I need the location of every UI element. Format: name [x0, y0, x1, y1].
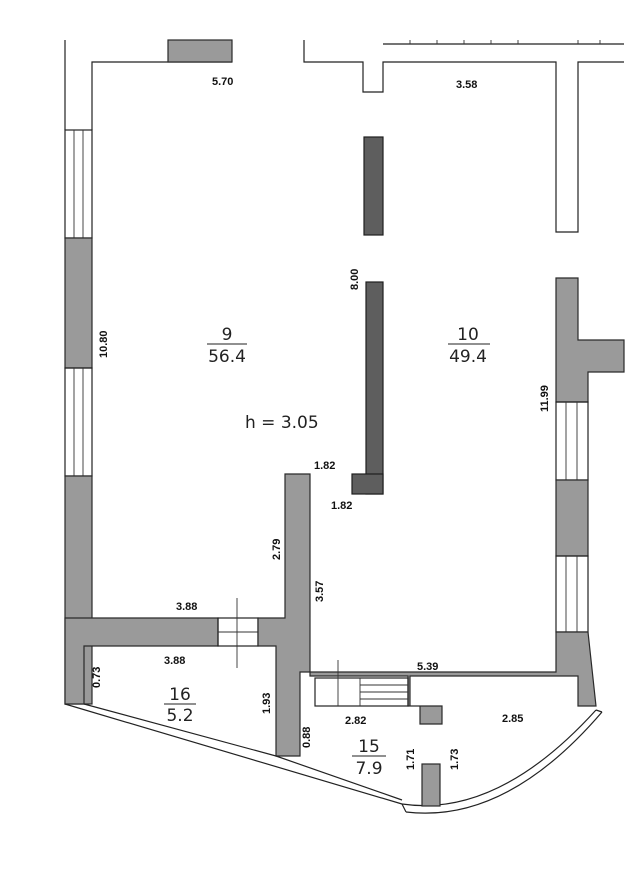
partition-upper — [363, 136, 384, 236]
dim-3-58: 3.58 — [456, 79, 477, 91]
south-facade — [64, 703, 603, 814]
dim-3-88-bottom: 3.88 — [164, 655, 185, 667]
dim-5-39: 5.39 — [417, 661, 438, 673]
partition-foot — [351, 473, 384, 495]
room-9-label: 9 56.4 — [207, 325, 247, 367]
dim-1-71: 1.71 — [405, 749, 417, 770]
dim-1-82-bottom: 1.82 — [331, 500, 352, 512]
pier-room15 — [421, 763, 441, 807]
window-left-2 — [64, 367, 93, 477]
dim-2-82: 2.82 — [345, 715, 366, 727]
room-15-area: 7.9 — [355, 759, 382, 779]
room-16-area: 5.2 — [166, 706, 193, 726]
dimension-labels: 5.70 3.58 8.00 10.80 11.99 1.82 1.82 2.7… — [91, 76, 551, 770]
dim-1-93: 1.93 — [261, 693, 273, 714]
dim-1-73: 1.73 — [449, 749, 461, 770]
room-10-number: 10 — [457, 325, 479, 345]
door-room15 — [314, 660, 409, 707]
window-right-1 — [555, 401, 589, 481]
wall-right-pier — [555, 479, 589, 557]
dim-11-99: 11.99 — [539, 385, 551, 412]
room-10-label: 10 49.4 — [448, 325, 490, 367]
room-16-number: 16 — [169, 685, 191, 705]
wall-room10-bottom — [309, 631, 597, 725]
top-boundary — [64, 39, 624, 233]
window-right-2 — [555, 555, 589, 633]
room-10-area: 49.4 — [449, 347, 487, 367]
left-exterior-wall — [64, 129, 93, 705]
wall-central-spine — [257, 473, 311, 757]
dim-10-80: 10.80 — [98, 330, 110, 358]
top-wall-segment — [167, 39, 233, 63]
dim-2-79: 2.79 — [271, 539, 283, 560]
room-16-label: 16 5.2 — [164, 685, 196, 726]
room-9-area: 56.4 — [208, 347, 246, 367]
central-partition — [351, 136, 384, 495]
dim-0-73: 0.73 — [91, 667, 103, 688]
dim-8-00: 8.00 — [349, 269, 361, 290]
partition-lower — [365, 281, 384, 495]
ceiling-height-label: h = 3.05 — [245, 413, 319, 433]
dim-5-70: 5.70 — [212, 76, 233, 88]
dim-0-88: 0.88 — [301, 727, 313, 748]
window-left-1 — [64, 129, 93, 239]
right-exterior-wall — [309, 277, 625, 725]
room-15-number: 15 — [358, 737, 380, 757]
wall-left-pier-1 — [64, 237, 93, 369]
wall-right-upper — [555, 277, 625, 403]
dim-1-82-top: 1.82 — [314, 460, 335, 472]
dim-2-85: 2.85 — [502, 713, 523, 725]
dim-3-88-top: 3.88 — [176, 601, 197, 613]
room-15-label: 15 7.9 — [352, 737, 386, 779]
dim-3-57: 3.57 — [314, 581, 326, 602]
room-9-number: 9 — [222, 325, 233, 345]
